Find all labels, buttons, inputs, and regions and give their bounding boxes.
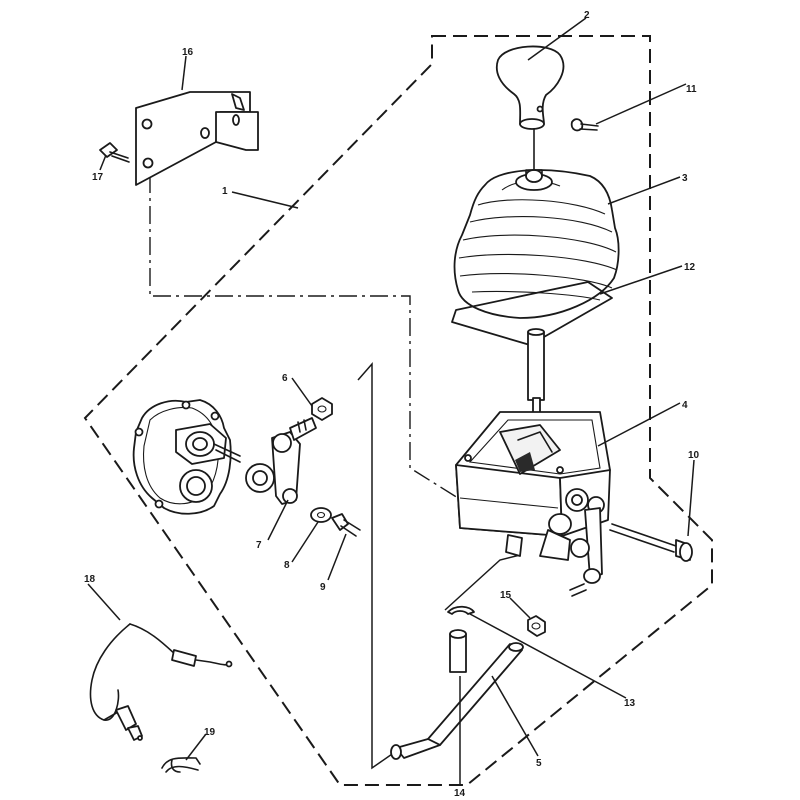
callout-18: 18 bbox=[84, 574, 96, 585]
lever-arm-7-part bbox=[271, 417, 317, 505]
callout-19: 19 bbox=[204, 727, 216, 738]
gasket-part bbox=[451, 281, 613, 346]
shift-rod-part bbox=[390, 642, 524, 760]
bolt-17-part bbox=[99, 142, 130, 163]
callout-5: 5 bbox=[536, 758, 542, 769]
bolt-10-part bbox=[609, 523, 693, 562]
routing-line bbox=[149, 175, 459, 499]
bracket-part bbox=[135, 91, 259, 186]
flange-housing-part bbox=[132, 399, 241, 515]
callout-9: 9 bbox=[320, 582, 326, 593]
callout-15: 15 bbox=[500, 590, 512, 601]
nut-15-part bbox=[527, 615, 546, 637]
shift-knob-part bbox=[495, 45, 565, 171]
callout-12: 12 bbox=[684, 262, 696, 273]
shift-housing-part bbox=[455, 411, 611, 597]
clip-19-part bbox=[161, 757, 201, 773]
bolt-9-part bbox=[331, 513, 361, 537]
bushing-part bbox=[245, 463, 275, 493]
sleeve-14-part bbox=[449, 629, 467, 673]
callout-8: 8 bbox=[284, 560, 290, 571]
callout-7: 7 bbox=[256, 540, 262, 551]
screw-11-part bbox=[570, 118, 599, 132]
clip-13-part bbox=[447, 605, 475, 615]
rubber-boot-part bbox=[453, 169, 620, 319]
callout-16: 16 bbox=[182, 47, 194, 58]
callout-17: 17 bbox=[92, 172, 104, 183]
washer-8-part bbox=[310, 507, 332, 523]
cable-18-part bbox=[89, 623, 233, 741]
callout-11: 11 bbox=[686, 84, 697, 95]
nut-6-part bbox=[311, 397, 333, 421]
callout-6: 6 bbox=[282, 373, 288, 384]
leader-lines bbox=[87, 17, 695, 784]
assembly-outline bbox=[83, 35, 713, 786]
callout-14: 14 bbox=[454, 788, 466, 799]
callout-labels: 2 11 3 12 4 10 15 13 14 5 16 17 1 6 7 8 … bbox=[84, 10, 700, 799]
callout-10: 10 bbox=[688, 450, 700, 461]
center-line-2 bbox=[444, 554, 521, 611]
callout-1: 1 bbox=[222, 186, 228, 197]
center-line bbox=[357, 362, 396, 770]
callout-4: 4 bbox=[682, 400, 688, 411]
shift-lever-shaft bbox=[527, 328, 545, 421]
callout-13: 13 bbox=[624, 698, 636, 709]
callout-2: 2 bbox=[584, 10, 590, 21]
callout-3: 3 bbox=[682, 173, 688, 184]
